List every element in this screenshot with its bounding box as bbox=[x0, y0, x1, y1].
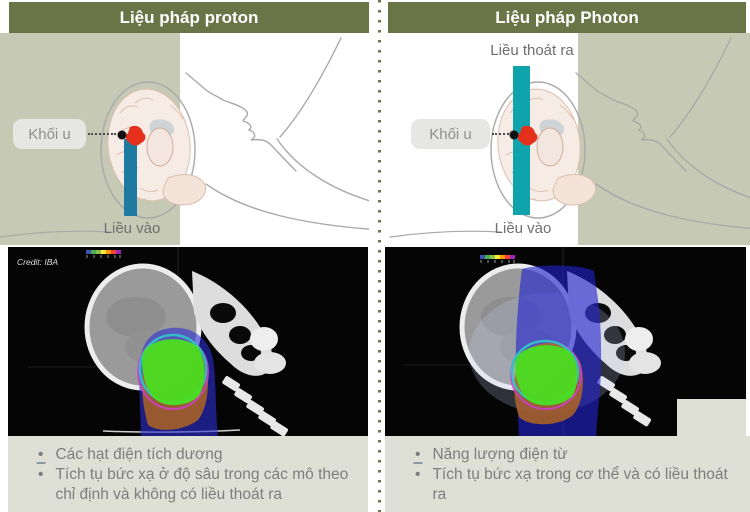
bullet-text: Năng lượng điện từ bbox=[432, 446, 568, 463]
ct-credit-text: Credit: IBA bbox=[17, 257, 58, 267]
bullet-list: • Năng lượng điện từ • Tích tụ bức xạ tr… bbox=[385, 436, 750, 505]
right-panel-header: Liệu pháp Photon bbox=[388, 2, 746, 33]
tumor-icon bbox=[117, 125, 146, 146]
bullet-text: Tích tụ bức xạ ở độ sâu trong các mô the… bbox=[55, 466, 349, 504]
photon-dose-overlay bbox=[469, 265, 625, 436]
proton-beam-icon bbox=[124, 139, 137, 216]
entrance-dose-label: Liều vào bbox=[103, 220, 161, 237]
tumor-callout: Khối u bbox=[411, 119, 490, 149]
dotted-divider bbox=[378, 0, 381, 512]
exit-dose-label: Liều thoát ra bbox=[490, 42, 574, 59]
proton-diagram: Khối u Liều vào bbox=[0, 33, 369, 245]
right-panel-title: Liệu pháp Photon bbox=[495, 7, 639, 27]
tumor-callout-label: Khối u bbox=[429, 125, 472, 143]
sage-backdrop bbox=[578, 33, 750, 245]
list-item: • Tích tụ bức xạ ở độ sâu trong các mô t… bbox=[38, 465, 354, 505]
bullet-text: Các hạt điện tích dương bbox=[55, 446, 223, 463]
bullet-icon: • bbox=[415, 446, 421, 463]
ct-corner-mask bbox=[677, 399, 746, 436]
list-item: • Năng lượng điện từ bbox=[415, 445, 736, 465]
bullet-icon: • bbox=[38, 465, 43, 505]
photon-notes: • Năng lượng điện từ • Tích tụ bức xạ tr… bbox=[385, 436, 750, 512]
left-panel-title: Liệu pháp proton bbox=[119, 7, 259, 27]
proton-notes: • Các hạt điện tích dương • Tích tụ bức … bbox=[8, 436, 368, 512]
proton-dose-overlay bbox=[137, 327, 218, 436]
left-panel-header: Liệu pháp proton bbox=[9, 2, 369, 33]
photon-diagram: Khối u Liều thoát ra Liều vào bbox=[369, 33, 750, 245]
bullet-list: • Các hạt điện tích dương • Tích tụ bức … bbox=[8, 436, 368, 505]
ct-spine bbox=[597, 376, 651, 427]
bullet-icon: • bbox=[415, 465, 420, 505]
dose-scale-icon bbox=[86, 250, 121, 258]
callout-connector bbox=[492, 133, 509, 135]
entrance-dose-label: Liều vào bbox=[494, 220, 552, 237]
ct-image-photon bbox=[385, 247, 746, 436]
bullet-icon: • bbox=[38, 446, 44, 463]
list-item: • Tích tụ bức xạ trong cơ thể và có liều… bbox=[415, 465, 736, 505]
ct-spine bbox=[222, 376, 288, 436]
tumor-callout-label: Khối u bbox=[28, 125, 71, 143]
dose-scale-icon bbox=[480, 255, 515, 263]
tumor-icon bbox=[509, 125, 538, 146]
callout-connector bbox=[88, 133, 116, 135]
list-item: • Các hạt điện tích dương bbox=[38, 445, 354, 465]
tumor-callout: Khối u bbox=[13, 119, 86, 149]
ct-image-proton: Credit: IBA bbox=[8, 247, 368, 436]
bullet-text: Tích tụ bức xạ trong cơ thể và có liều t… bbox=[432, 466, 728, 504]
